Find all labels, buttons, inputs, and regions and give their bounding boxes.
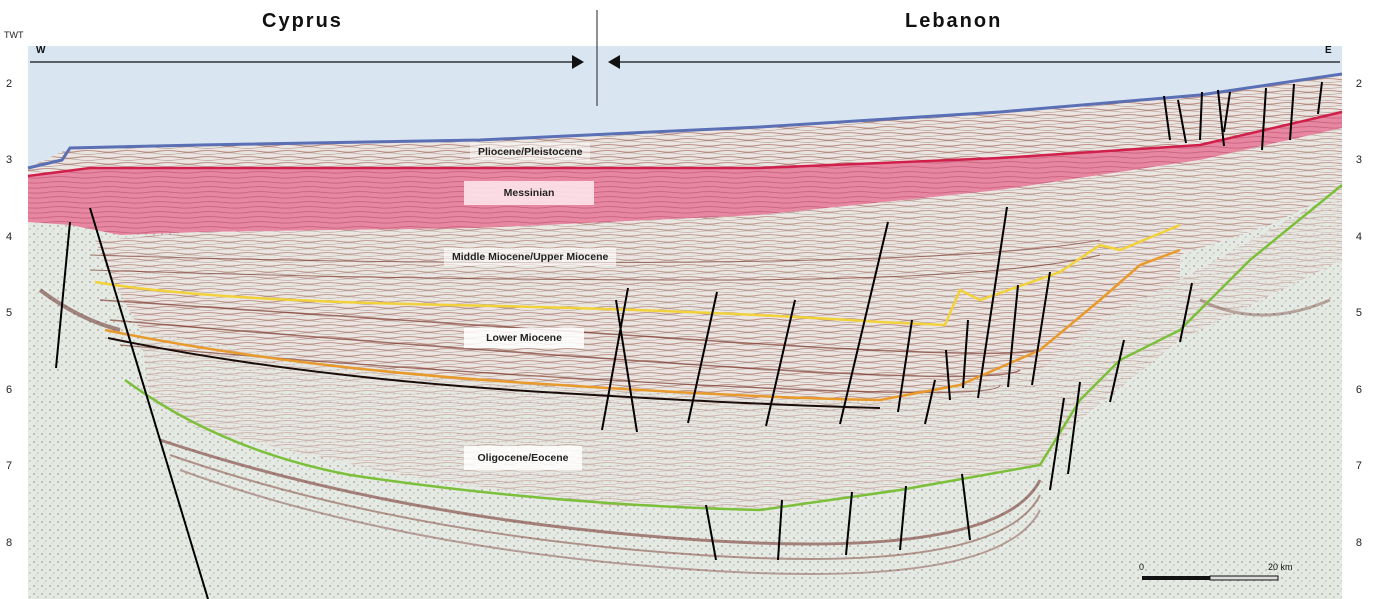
- scale-bar-start: 0: [1139, 562, 1144, 572]
- tick-left-7: 7: [6, 460, 12, 472]
- tick-left-5: 5: [6, 307, 12, 319]
- unit-label-messinian: Messinian: [464, 181, 594, 205]
- tick-right-5: 5: [1356, 307, 1362, 319]
- tick-right-2: 2: [1356, 78, 1362, 90]
- tick-left-3: 3: [6, 154, 12, 166]
- direction-east: E: [1325, 45, 1332, 56]
- scale-bar: [1142, 576, 1278, 580]
- tick-right-7: 7: [1356, 460, 1362, 472]
- axis-title-twt: TWT: [4, 30, 24, 40]
- tick-left-6: 6: [6, 384, 12, 396]
- scale-bar-end: 20 km: [1268, 562, 1293, 572]
- unit-label-lower-miocene: Lower Miocene: [464, 328, 584, 348]
- tick-left-4: 4: [6, 231, 12, 243]
- tick-right-4: 4: [1356, 231, 1362, 243]
- region-title-lebanon: Lebanon: [905, 10, 1002, 33]
- region-title-cyprus: Cyprus: [262, 10, 343, 33]
- tick-left-2: 2: [6, 78, 12, 90]
- direction-west: W: [36, 45, 45, 56]
- tick-left-8: 8: [6, 537, 12, 549]
- unit-label-middle-upper-miocene: Middle Miocene/Upper Miocene: [444, 248, 616, 266]
- tick-right-8: 8: [1356, 537, 1362, 549]
- tick-right-3: 3: [1356, 154, 1362, 166]
- unit-label-pliocene-pleistocene: Pliocene/Pleistocene: [470, 143, 590, 161]
- tick-right-6: 6: [1356, 384, 1362, 396]
- unit-label-oligocene-eocene: Oligocene/Eocene: [464, 446, 582, 470]
